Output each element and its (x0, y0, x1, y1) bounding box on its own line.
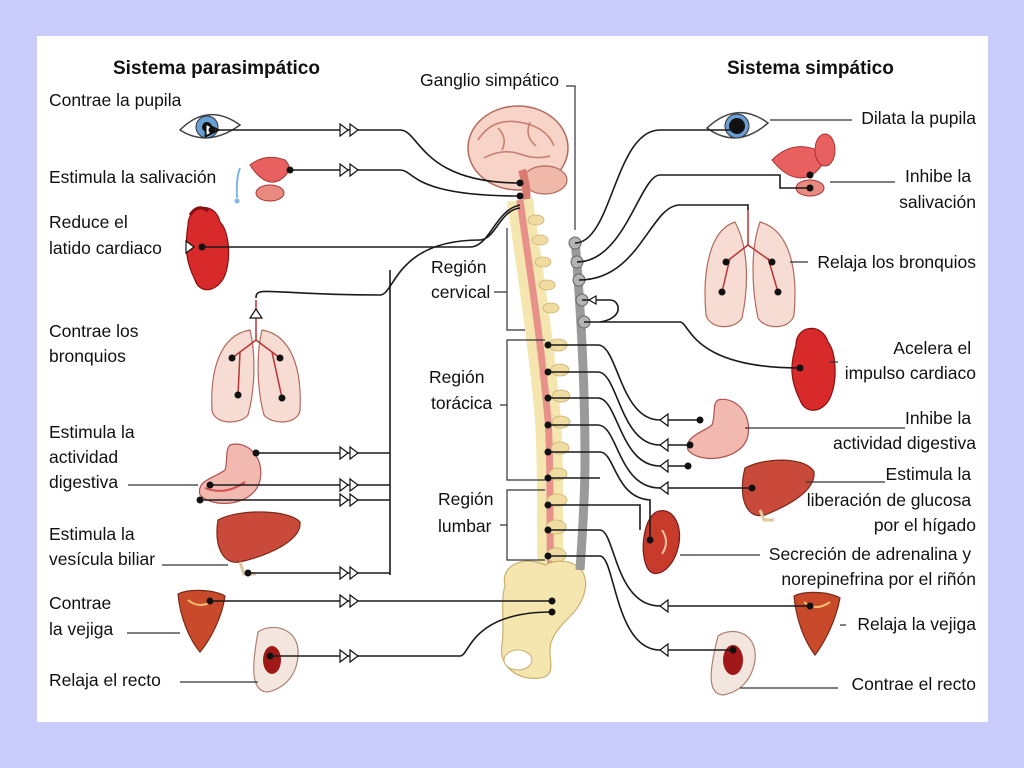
rectum-icon (253, 626, 299, 693)
label-relaja-vejiga: Relaja la vejiga (857, 614, 976, 634)
parasympathetic-labels: Contrae la pupila Estimula la salivación… (49, 90, 258, 690)
heart-icon-right (791, 327, 836, 411)
bladder-icon (177, 589, 226, 653)
rectum-icon-right (710, 630, 756, 696)
label-contrae-vejiga: Contrae la vejiga (49, 593, 116, 639)
ganglion-chain-icon (568, 236, 591, 571)
liver-icon (216, 511, 301, 576)
region-brackets (494, 228, 545, 561)
title-ganglion: Ganglio simpático (420, 70, 559, 90)
eye-icon-right (705, 111, 770, 139)
label-reduce-latido: Reduce el latido cardiaco (49, 212, 162, 258)
stomach-icon (198, 443, 262, 504)
ganglion-leader-line (566, 85, 576, 230)
label-inhibe-digestiva: Inhibe la actividad digestiva (833, 408, 976, 453)
lungs-icon-right (704, 210, 796, 328)
bladder-icon-right (793, 591, 841, 656)
label-relaja-recto: Relaja el recto (49, 670, 161, 690)
label-estimula-digestiva: Estimula la actividad digestiva (49, 422, 139, 492)
label-inhibe-salivacion: Inhibe la salivación (899, 166, 976, 212)
label-secrecion-adrenalina: Secreción de adrenalina y norepinefrina … (769, 544, 976, 589)
label-estimula-salivacion: Estimula la salivación (49, 167, 216, 187)
sympathetic-labels: Dilata la pupila Inhibe la salivación Re… (680, 108, 976, 694)
region-lumbar: Región lumbar (438, 489, 498, 536)
label-liberacion-glucosa: Estimula la liberación de glucosa por el… (807, 464, 976, 535)
title-parasympathetic: Sistema parasimpático (113, 58, 320, 79)
label-estimula-vesicula: Estimula la vesícula biliar (49, 524, 155, 569)
label-contrae-bronquios: Contrae los bronquios (49, 321, 143, 366)
sympathetic-pathways (544, 126, 814, 658)
spinal-cord-icon (507, 198, 571, 601)
lungs-icon (211, 300, 301, 423)
liver-icon-right (741, 459, 815, 522)
region-thoracic: Región torácica (429, 367, 493, 413)
brain-icon (467, 105, 569, 207)
label-contrae-recto: Contrae el recto (851, 674, 976, 694)
label-acelera-impulso: Acelera el impulso cardiaco (845, 338, 976, 383)
salivary-gland-icon-right (771, 133, 836, 197)
label-relaja-bronquios: Relaja los bronquios (817, 252, 976, 272)
heart-icon (185, 206, 230, 291)
eye-icon (178, 113, 242, 139)
kidney-icon (642, 510, 681, 575)
pelvis-icon (500, 560, 587, 680)
title-sympathetic: Sistema simpático (727, 58, 894, 79)
salivary-gland-icon (234, 156, 290, 204)
parasympathetic-pathways (185, 124, 556, 664)
label-contrae-pupila: Contrae la pupila (49, 90, 182, 110)
stomach-icon-right (686, 398, 750, 459)
region-cervical: Región cervical (431, 257, 491, 302)
label-dilata-pupila: Dilata la pupila (861, 108, 976, 128)
